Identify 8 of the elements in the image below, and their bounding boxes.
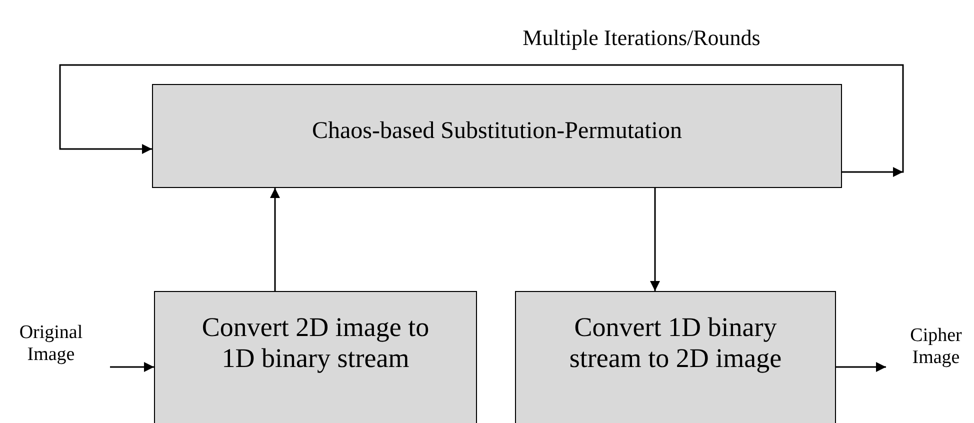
io-label: Original Image (4, 318, 98, 370)
box-text: Convert 1D binary stream to 2D image (568, 312, 783, 374)
process-box (152, 84, 842, 188)
io-label: Cipher Image (898, 321, 974, 373)
process-box (154, 291, 477, 423)
box-text: Chaos-based Substitution-Permutation (312, 118, 682, 146)
box-text: Convert 2D image to 1D binary stream (200, 312, 430, 374)
process-box (515, 291, 836, 423)
